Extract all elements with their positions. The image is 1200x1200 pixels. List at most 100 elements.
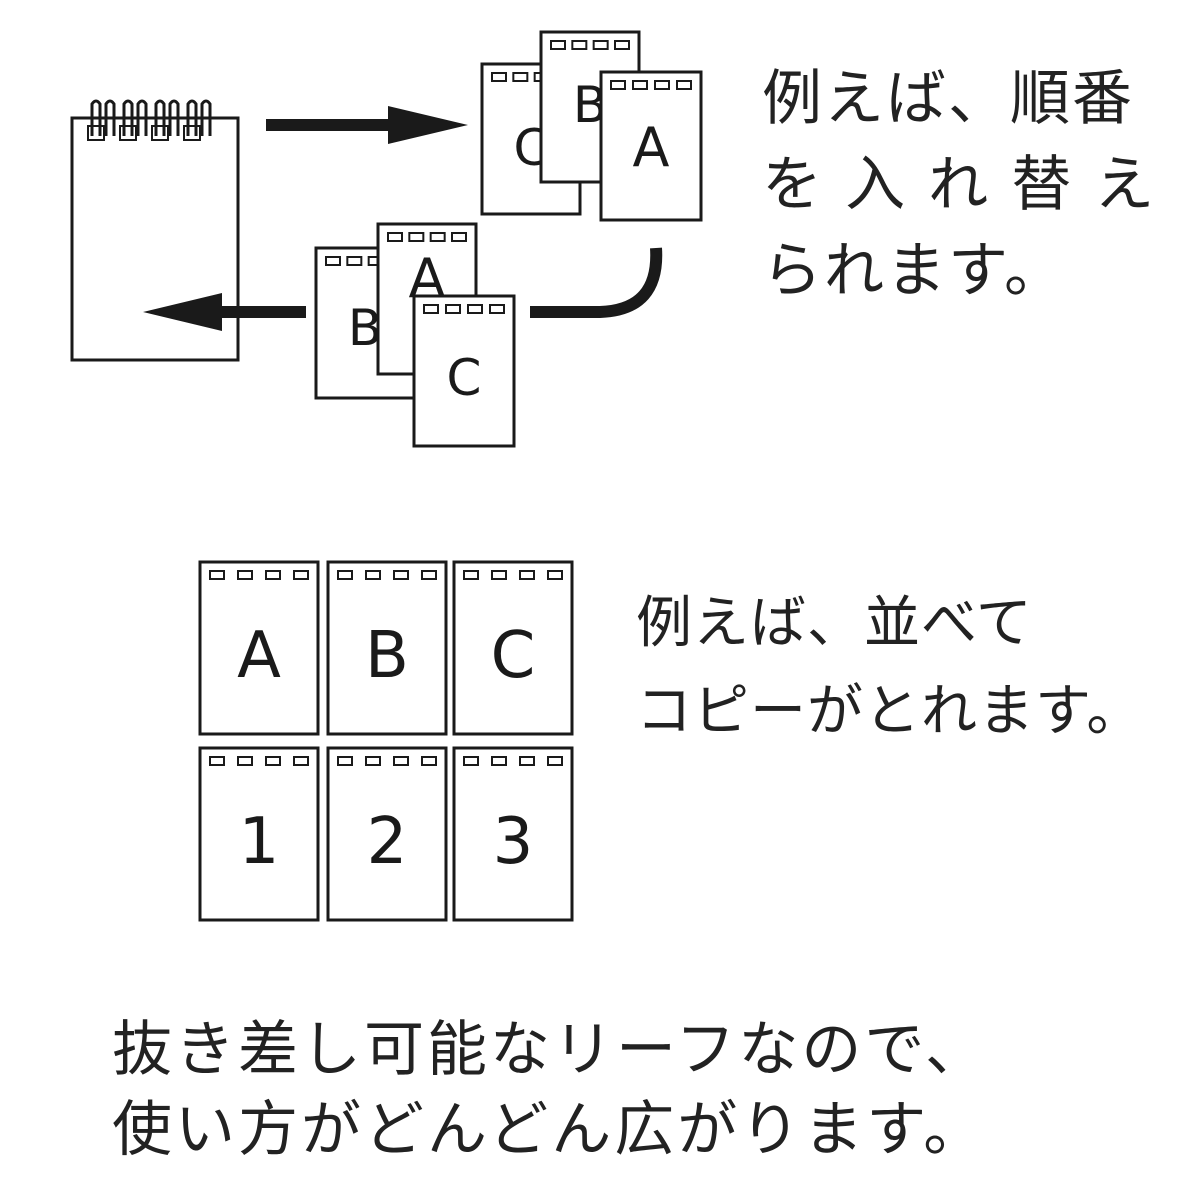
binding-hole: [346, 256, 363, 266]
binding-hole: [237, 756, 253, 766]
binding-hole: [489, 304, 505, 314]
arrange-caption: 例えば、並べて コピーがとれます。: [636, 580, 1143, 756]
binding-hole: [293, 756, 309, 766]
leaf-letter: B: [365, 619, 409, 693]
binding-hole: [421, 570, 437, 580]
binding-hole: [451, 232, 467, 242]
ring-wire: [122, 99, 134, 136]
binding-hole: [209, 756, 225, 766]
leaf-outline: [412, 294, 516, 448]
ring-wire: [200, 99, 212, 136]
binding-hole: [592, 40, 609, 50]
ring-notepad: [70, 99, 240, 362]
leaf-letter: B: [348, 299, 382, 357]
leaf-letter: C: [491, 619, 536, 693]
binding-hole: [445, 304, 461, 314]
binding-hole: [423, 304, 439, 314]
ring-slot: [151, 125, 169, 141]
binding-hole: [614, 40, 630, 50]
binding-hole: [467, 304, 483, 314]
binding-hole: [393, 570, 409, 580]
binding-ring: [87, 99, 116, 141]
ring-wire: [104, 99, 116, 136]
binding-hole: [547, 570, 563, 580]
ring-wire: [136, 99, 148, 136]
binding-ring: [151, 99, 180, 141]
ring-wire: [168, 99, 180, 136]
leaf-letter: 3: [493, 805, 534, 879]
arrange-caption-line-2: コピーがとれます。: [636, 679, 1144, 744]
leaf-outline: [326, 560, 448, 736]
ring-slot: [87, 125, 105, 141]
binding-hole: [519, 756, 535, 766]
binding-hole: [463, 570, 479, 580]
binding-hole: [429, 232, 446, 242]
summary-caption-line-2: 使い方がどんどん広がります。: [112, 1095, 987, 1165]
leaf-outline: [452, 560, 574, 736]
binding-hole: [337, 756, 353, 766]
leaf-outline: [452, 746, 574, 922]
summary-caption-line-1: 抜き差し可能なリーフなので、: [112, 1015, 988, 1085]
binding-hole: [387, 232, 403, 242]
binding-hole: [463, 756, 479, 766]
binding-hole: [491, 72, 507, 82]
grid-leaf: A: [198, 560, 320, 736]
grid-leaf: B: [326, 560, 448, 736]
binding-hole: [421, 756, 437, 766]
grid-leaf: 1: [198, 746, 320, 922]
grid-leaf: 3: [452, 746, 574, 922]
binding-hole: [571, 40, 588, 50]
binding-hole: [610, 80, 626, 90]
arrow-right-head: [388, 106, 468, 144]
stack-before-leaf: A: [599, 70, 703, 222]
binding-hole: [293, 570, 309, 580]
binding-hole: [408, 232, 425, 242]
grid-leaf: C: [452, 560, 574, 736]
leaf-letter: 1: [239, 805, 280, 879]
leaf-letter: 2: [367, 805, 408, 879]
binding-hole: [365, 570, 381, 580]
ring-slot: [119, 125, 137, 141]
binding-ring: [119, 99, 148, 141]
binding-hole: [325, 256, 341, 266]
leaf-letter: A: [237, 619, 281, 693]
binding-hole: [491, 756, 507, 766]
binding-hole: [209, 570, 225, 580]
binding-hole: [676, 80, 692, 90]
grid-leaf: 2: [326, 746, 448, 922]
ring-slot: [183, 125, 201, 141]
binding-hole: [337, 570, 353, 580]
binding-hole: [654, 80, 670, 90]
reorder-caption-line-1: 例えば、順番: [762, 64, 1134, 134]
ring-wire: [90, 99, 102, 136]
arrange-caption-line-1: 例えば、並べて: [636, 591, 1033, 656]
return-curve: [530, 247, 663, 318]
leaf-letter: C: [447, 349, 482, 407]
binding-hole: [512, 72, 529, 82]
binding-hole: [265, 756, 281, 766]
binding-hole: [550, 40, 566, 50]
leaf-outline: [326, 746, 448, 922]
summary-caption: 抜き差し可能なリーフなので、 使い方がどんどん広がります。: [112, 1010, 988, 1170]
ring-wire: [186, 99, 198, 136]
reorder-caption-line-3: られます。: [762, 236, 1066, 306]
leaf-outline: [599, 70, 703, 222]
leaf-outline: [198, 746, 320, 922]
binding-hole: [393, 756, 409, 766]
stack-after-leaf: C: [412, 294, 516, 448]
binding-hole: [237, 570, 253, 580]
binding-hole: [365, 756, 381, 766]
ring-wire: [154, 99, 166, 136]
leaf-letter: A: [633, 116, 670, 179]
binding-hole: [632, 80, 648, 90]
reorder-caption-line-2: を 入 れ 替 え: [762, 150, 1157, 220]
binding-ring: [183, 99, 212, 141]
leaf-outline: [198, 560, 320, 736]
binding-hole: [491, 570, 507, 580]
reorder-caption: 例えば、順番 を 入 れ 替 え られます。: [762, 56, 1156, 314]
binding-hole: [519, 570, 535, 580]
arrow-left-head: [143, 293, 222, 331]
binding-hole: [547, 756, 563, 766]
binding-hole: [265, 570, 281, 580]
